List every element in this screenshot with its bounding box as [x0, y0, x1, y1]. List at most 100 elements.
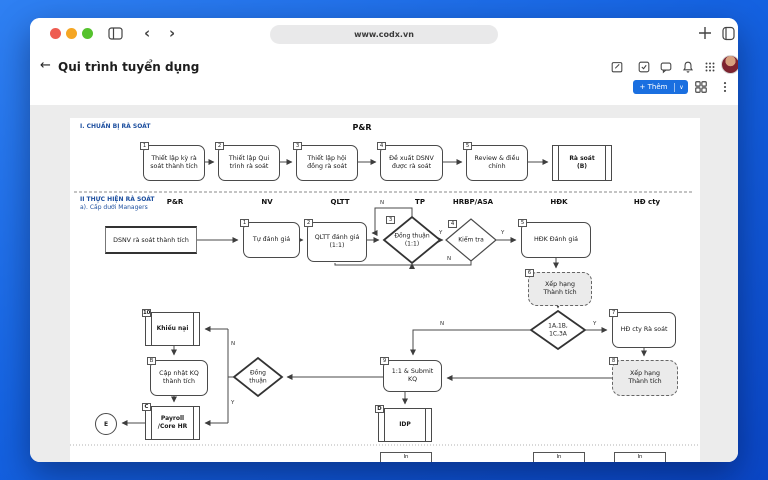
branch-label-y: Y — [501, 230, 505, 236]
lane-hdk: HĐK — [550, 198, 568, 206]
subprocess-label: Rà soát (B) — [569, 155, 595, 170]
step-number: 5 — [518, 219, 527, 227]
section2-label: II THỰC HIỆN RÀ SOÁT — [80, 196, 155, 203]
branch-label-n: N — [380, 200, 385, 206]
step-label: Đề xuất DSNV được rà soát — [389, 154, 434, 170]
sidebar-toggle-icon[interactable] — [108, 27, 123, 40]
step-label: Thiết lập kỳ rà soát thành tích — [150, 154, 198, 170]
step-label: Thiết lập Qui trình rà soát — [228, 154, 270, 170]
add-button[interactable]: + Thêm ∨ — [633, 80, 688, 94]
content-area: I. CHUẨN BỊ RÀ SOÁT P&R 1 Thiết lập kỳ r… — [30, 105, 738, 462]
step-number: 3 — [293, 142, 302, 150]
tabs-overview-icon[interactable] — [721, 26, 736, 41]
lane-pr: P&R — [166, 198, 184, 206]
decision-kiem-tra: Kiểm tra — [458, 236, 484, 244]
chevron-down-icon: ∨ — [679, 83, 684, 91]
step-label: Review & điều chỉnh — [474, 154, 520, 170]
address-bar[interactable]: www.codx.vn — [270, 25, 498, 44]
close-window-button[interactable] — [50, 28, 61, 39]
step-number: 10 — [142, 309, 151, 317]
forward-icon[interactable]: › — [169, 24, 176, 42]
node-label: HĐ cty Rà soát — [620, 325, 668, 333]
branch-label-n: N — [447, 256, 452, 262]
flow-step-4: 4 Đề xuất DSNV được rà soát — [377, 142, 443, 181]
step-number: 6 — [525, 269, 534, 277]
node-label: DSNV rà soát thành tích — [113, 236, 189, 244]
zoom-window-button[interactable] — [82, 28, 93, 39]
add-button-label: + Thêm — [639, 83, 668, 91]
node-label: Cập nhật KQ thành tích — [159, 369, 199, 385]
node-hd-cty-ra-soat: 7 HĐ cty Rà soát — [609, 309, 676, 348]
branch-label-y: Y — [593, 321, 597, 327]
branch-label-n: N — [231, 341, 236, 347]
decision-dong-thuan-2: Đồng thuận — [249, 369, 267, 385]
node-tu-danh-gia: 1 Tự đánh giá — [240, 219, 300, 258]
note-icon[interactable] — [610, 60, 624, 74]
view-switcher-icon[interactable] — [694, 80, 708, 94]
node-label: QLTT đánh giá (1:1) — [314, 233, 360, 249]
url-text: www.codx.vn — [354, 30, 414, 39]
step-number: B — [147, 357, 156, 365]
node-payroll-core-hr: C Payroll /Core HR — [142, 403, 200, 440]
print-box: In — [614, 452, 666, 462]
bell-icon[interactable] — [681, 60, 695, 74]
branch-label-n: N — [440, 321, 445, 327]
print-label: In — [556, 454, 562, 460]
node-label: 1:1 & Submit KQ — [391, 367, 434, 383]
step-number: 4 — [448, 220, 457, 228]
node-label: HĐK Đánh giá — [533, 235, 579, 243]
step-number: 1 — [240, 219, 249, 227]
step-number: 2 — [304, 219, 313, 227]
kebab-menu-icon[interactable] — [718, 80, 732, 94]
node-label: Khiếu nại — [156, 325, 189, 333]
avatar[interactable] — [721, 55, 738, 74]
node-qltt-danh-gia: 2 QLTT đánh giá (1:1) — [304, 219, 367, 262]
step-number: 9 — [380, 357, 389, 365]
app-grid-icon[interactable] — [703, 60, 717, 74]
tasks-icon[interactable] — [637, 60, 651, 74]
step-number: 5 — [463, 142, 472, 150]
page-back-icon[interactable]: ← — [40, 58, 51, 73]
section2-sublabel: a). Cấp dưới Managers — [80, 204, 148, 211]
process-diagram-page: I. CHUẨN BỊ RÀ SOÁT P&R 1 Thiết lập kỳ r… — [70, 118, 700, 462]
branch-label-y: Y — [231, 400, 235, 406]
step-number: 8 — [609, 357, 618, 365]
print-label: In — [403, 454, 409, 460]
lane-qltt: QLTT — [330, 198, 350, 206]
step-number: C — [142, 403, 151, 411]
section1-label: I. CHUẨN BỊ RÀ SOÁT — [80, 123, 151, 130]
flow-step-5: 5 Review & điều chỉnh — [463, 142, 528, 181]
end-label: E — [103, 420, 109, 428]
browser-toolbar: ‹ › www.codx.vn — [30, 18, 738, 52]
page-title: Qui trình tuyển dụng — [58, 60, 200, 74]
step-number: 1 — [140, 142, 149, 150]
node-label: Tự đánh giá — [252, 235, 291, 243]
back-icon[interactable]: ‹ — [144, 24, 151, 42]
minimize-window-button[interactable] — [66, 28, 77, 39]
node-label: Xếp hạng Thành tích — [628, 369, 662, 385]
branch-label-y: Y — [439, 230, 443, 236]
comment-icon[interactable] — [659, 60, 673, 74]
subprocess-ra-soat: Rà soát (B) — [552, 145, 612, 181]
step-label: Thiết lập hội đồng rà soát — [307, 154, 347, 170]
step-number: 4 — [377, 142, 386, 150]
print-label: In — [637, 454, 643, 460]
decision-dong-thuan-11: Đồng thuận (1:1) — [394, 232, 430, 248]
flow-step-1: 1 Thiết lập kỳ rà soát thành tích — [140, 142, 205, 181]
print-box: In — [533, 452, 585, 462]
lane-tp: TP — [415, 198, 425, 206]
node-label: IDP — [399, 421, 411, 429]
lane-hdcty: HĐ cty — [633, 198, 661, 206]
new-tab-icon[interactable] — [698, 26, 712, 40]
flow-step-3: 3 Thiết lập hội đồng rà soát — [293, 142, 358, 181]
node-xep-hang-2: 8 Xếp hạng Thành tích — [609, 357, 678, 396]
add-button-divider — [674, 82, 675, 92]
end-node: E — [95, 413, 117, 435]
step-number: D — [375, 405, 384, 413]
print-box: In — [380, 452, 432, 462]
node-xep-hang-1: 6 Xếp hạng Thành tích — [525, 269, 592, 306]
decision-grades: 1A,1B, 1C,3A — [548, 322, 568, 338]
node-khieu-nai: 10 Khiếu nại — [142, 309, 200, 346]
step-number: 2 — [215, 142, 224, 150]
node-hdk-danh-gia: 5 HĐK Đánh giá — [518, 219, 591, 258]
